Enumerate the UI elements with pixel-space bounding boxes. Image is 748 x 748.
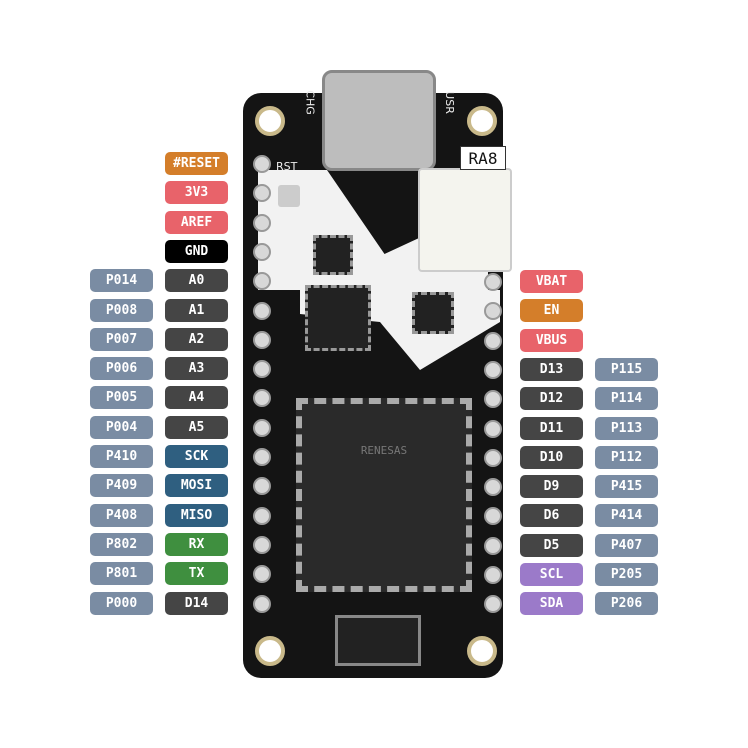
port-label: P415 — [595, 475, 658, 499]
port-label: P206 — [595, 592, 658, 616]
ic-chip — [305, 285, 371, 351]
port-label: P007 — [90, 327, 153, 351]
ic-chip — [313, 235, 353, 275]
pin-pad — [484, 331, 502, 350]
pin-pad — [253, 213, 271, 232]
port-label: P414 — [595, 504, 658, 528]
pin-pad — [484, 536, 502, 555]
port-label: P000 — [90, 591, 153, 615]
pin-pad — [484, 595, 502, 614]
mounting-hole — [255, 106, 285, 136]
pin-pad — [253, 565, 271, 584]
port-label: P005 — [90, 386, 153, 410]
pin-label-en: EN — [520, 299, 583, 323]
port-label: P006 — [90, 357, 153, 381]
port-label: P112 — [595, 445, 658, 469]
pin-label-d10: D10 — [520, 445, 583, 469]
port-label: P802 — [90, 532, 153, 556]
pin-label-a4: A4 — [165, 386, 228, 410]
pin-pad — [253, 506, 271, 525]
board-name: RA8 — [460, 146, 506, 170]
port-label: P410 — [90, 445, 153, 468]
pin-label-d9: D9 — [520, 475, 583, 499]
pin-label-d12: D12 — [520, 387, 583, 411]
pin-pad — [253, 272, 271, 291]
chip-marking: RENESAS — [360, 444, 408, 457]
pin-pad — [253, 242, 271, 261]
battery-connector — [418, 168, 512, 272]
pin-pad — [484, 419, 502, 438]
pin-label-d11: D11 — [520, 416, 583, 440]
pin-label-a2: A2 — [165, 327, 228, 351]
pin-label-gnd: GND — [165, 239, 228, 263]
pin-pad — [253, 448, 271, 466]
pin-pad — [484, 273, 502, 291]
port-label: P409 — [90, 474, 153, 498]
port-label: P205 — [595, 563, 658, 586]
main-mcu: RENESAS — [296, 398, 472, 592]
pin-label-d13: D13 — [520, 357, 583, 381]
pin-pad — [253, 535, 271, 554]
pin-pad — [253, 184, 271, 203]
port-label: P115 — [595, 357, 658, 381]
usr-label: USR — [442, 91, 456, 114]
pin-label-sck: SCK — [165, 445, 228, 468]
mounting-hole — [255, 636, 285, 666]
pin-label-3v3: 3V3 — [165, 181, 228, 205]
pin-pad — [484, 390, 502, 409]
mounting-hole — [467, 636, 497, 666]
pin-pad — [253, 389, 271, 408]
pin-label-sda: SDA — [520, 592, 583, 616]
port-label: P801 — [90, 562, 153, 586]
rst-label: RST — [276, 160, 298, 173]
port-label: P004 — [90, 415, 153, 439]
pin-label-a0: A0 — [165, 269, 228, 293]
port-label: P014 — [90, 269, 153, 293]
pin-label-a1: A1 — [165, 298, 228, 322]
pin-label-d6: D6 — [520, 504, 583, 528]
pin-pad — [253, 477, 271, 496]
pin-label-d14: D14 — [165, 591, 228, 615]
pin-pad — [484, 448, 502, 467]
pin-pad — [484, 302, 502, 321]
pin-label-aref: AREF — [165, 210, 228, 234]
ic-chip — [412, 292, 454, 334]
pin-pad — [253, 155, 271, 173]
port-label: P114 — [595, 387, 658, 411]
pin-pad — [484, 507, 502, 526]
pin-label-a5: A5 — [165, 415, 228, 439]
usb-c-connector — [322, 70, 436, 171]
port-label: P407 — [595, 533, 658, 557]
debug-header — [335, 615, 421, 666]
pin-pad — [253, 301, 271, 320]
pin-label-tx: TX — [165, 562, 228, 586]
chg-label: CHG — [303, 90, 317, 115]
port-label: P113 — [595, 416, 658, 440]
pin-label-reset: #RESET — [165, 152, 228, 175]
pin-label-a3: A3 — [165, 357, 228, 381]
pin-pad — [484, 566, 502, 584]
pin-label-vbus: VBUS — [520, 328, 583, 352]
pin-pad — [484, 478, 502, 497]
pin-label-vbat: VBAT — [520, 270, 583, 293]
port-label: P008 — [90, 298, 153, 322]
pin-label-scl: SCL — [520, 563, 583, 586]
mounting-hole — [467, 106, 497, 136]
pin-pad — [253, 360, 271, 379]
pin-label-rx: RX — [165, 532, 228, 556]
pin-pad — [253, 418, 271, 437]
pin-label-d5: D5 — [520, 533, 583, 557]
pin-pad — [253, 330, 271, 349]
reset-button[interactable] — [278, 185, 300, 207]
pin-label-mosi: MOSI — [165, 474, 228, 498]
pin-label-miso: MISO — [165, 503, 228, 527]
pin-pad — [484, 360, 502, 379]
port-label: P408 — [90, 503, 153, 527]
pin-pad — [253, 594, 271, 613]
